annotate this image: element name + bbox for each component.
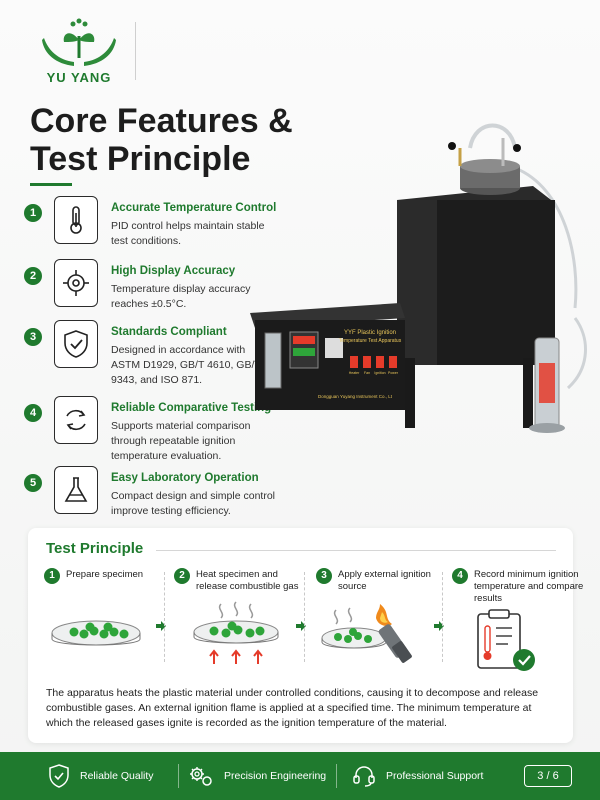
cycle-icon <box>54 396 98 444</box>
clipboard-result-icon <box>477 609 535 671</box>
footer-label: Professional Support <box>386 770 484 782</box>
feature-title: Reliable Comparative Testing <box>111 402 272 414</box>
footer-label: Reliable Quality <box>80 770 154 782</box>
brand-logo: YU YANG <box>24 18 134 88</box>
shield-check-icon <box>54 320 98 368</box>
step-text: Prepare specimen <box>66 569 144 580</box>
feature-number: 1 <box>24 204 42 222</box>
leaf-hands-logo-icon <box>42 18 116 66</box>
apparatus-maker: Dongguan Yuyang Instrument Co., Lt <box>318 394 393 399</box>
feature-number: 4 <box>24 404 42 422</box>
target-icon <box>54 259 98 307</box>
step-text: Apply external ignition source <box>338 569 431 592</box>
specimen-dish-icon <box>51 620 141 646</box>
arrow-right-icon <box>296 621 306 631</box>
step-number: 1 <box>44 568 60 584</box>
switch-label: Heater <box>349 371 360 375</box>
feature-number: 3 <box>24 328 42 346</box>
principle-description: The apparatus heats the plastic material… <box>46 687 539 729</box>
gears-icon <box>190 767 212 786</box>
test-principle-panel: Test Principle 1 Prepare specimen 2 Heat… <box>28 528 583 743</box>
apparatus-label-line1: YYF Plastic Ignition <box>344 330 396 336</box>
thermometer-icon <box>54 196 98 244</box>
footer-label: Precision Engineering <box>224 770 327 782</box>
feature-description: PID control helps maintain stable test c… <box>111 220 265 247</box>
step-text: Record minimum ignition temperature and … <box>474 569 584 604</box>
feature-title: Easy Laboratory Operation <box>111 472 259 484</box>
page-title: Core Features & Test Principle <box>30 102 293 178</box>
feature-title: Standards Compliant <box>111 326 227 338</box>
header-divider <box>135 22 136 80</box>
step-divider <box>442 572 443 662</box>
ignition-source-icon <box>321 604 412 663</box>
feature-title: Accurate Temperature Control <box>111 202 277 214</box>
apparatus-label-line2: Temperature Test Apparatus <box>339 338 402 344</box>
principle-title-rule <box>156 550 556 551</box>
brand-name: YU YANG <box>46 70 112 85</box>
feature-number: 2 <box>24 267 42 285</box>
step-divider <box>164 572 165 662</box>
switch-label: Fan <box>364 371 370 375</box>
arrow-right-icon <box>434 621 444 631</box>
apparatus-image: YYF Plastic Ignition Temperature Test Ap… <box>245 108 595 458</box>
feature-title: High Display Accuracy <box>111 265 236 277</box>
step-number: 2 <box>174 568 190 584</box>
feature-description: Supports material comparison through rep… <box>111 420 251 462</box>
footer-bar: Reliable Quality Precision Engineering P… <box>0 752 600 800</box>
switch-label: Power <box>388 371 399 375</box>
switch-label: Ignition <box>374 371 385 375</box>
step-divider <box>304 572 305 662</box>
footer-item-engineering: Precision Engineering <box>188 764 326 788</box>
feature-number: 5 <box>24 474 42 492</box>
headset-icon <box>353 766 375 787</box>
heating-specimen-icon <box>193 601 279 664</box>
feature-description: Designed in accordance with ASTM D1929, … <box>111 344 261 386</box>
footer-item-quality: Reliable Quality <box>48 764 154 788</box>
step-number: 4 <box>452 568 468 584</box>
feature-description: Compact design and simple control improv… <box>111 490 276 517</box>
principle-title: Test Principle <box>46 540 144 557</box>
step-number: 3 <box>316 568 332 584</box>
shield-check-icon <box>49 764 69 788</box>
footer-divider <box>178 764 179 788</box>
title-underline <box>30 183 72 186</box>
page-number-badge: 3 / 6 <box>524 765 572 787</box>
footer-item-support: Professional Support <box>352 764 483 788</box>
footer-divider <box>336 764 337 788</box>
arrow-right-icon <box>156 621 166 631</box>
step-text: Heat specimen and release combustible ga… <box>196 569 299 592</box>
flask-icon <box>54 466 98 514</box>
feature-description: Temperature display accuracy reaches ±0.… <box>111 283 251 310</box>
